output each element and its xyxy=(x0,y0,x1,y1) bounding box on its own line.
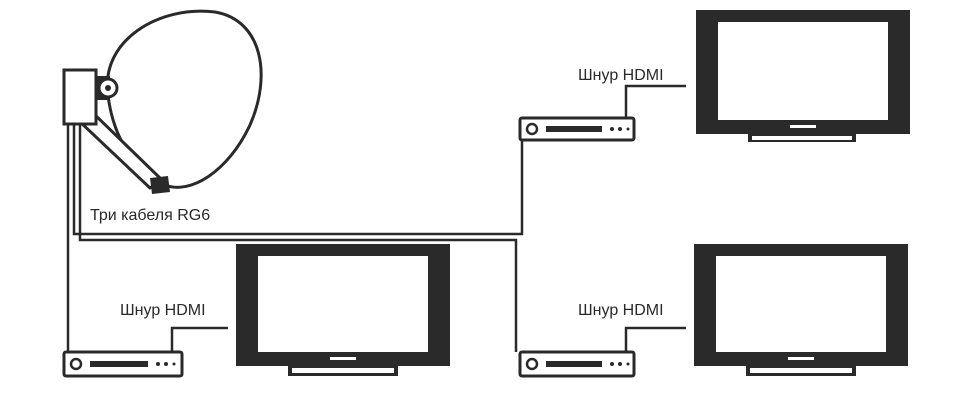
hdmi-label-bottom-right: Шнур HDMI xyxy=(578,302,664,319)
cables-label: Три кабеля RG6 xyxy=(90,207,211,224)
cable-to-receiver-top-right xyxy=(72,124,524,236)
satellite-dish-icon xyxy=(62,9,263,194)
hdmi-cord-bottom-right xyxy=(624,326,686,352)
hdmi-label-bottom-left: Шнур HDMI xyxy=(120,302,206,319)
receiver-icon xyxy=(518,350,636,378)
rg6-cables xyxy=(66,124,524,352)
receiver-icon xyxy=(518,116,636,142)
hdmi-cord-bottom-left xyxy=(170,326,228,352)
hdmi-cords xyxy=(170,84,686,352)
hdmi-cord-top-right xyxy=(624,84,686,118)
cable-to-receiver-bottom-right xyxy=(78,124,518,352)
receiver-icon xyxy=(62,350,184,378)
hdmi-label-top-right: Шнур HDMI xyxy=(578,67,664,84)
tv-icon xyxy=(696,10,910,142)
tv-icon xyxy=(236,244,450,376)
tv-icon xyxy=(694,244,908,376)
